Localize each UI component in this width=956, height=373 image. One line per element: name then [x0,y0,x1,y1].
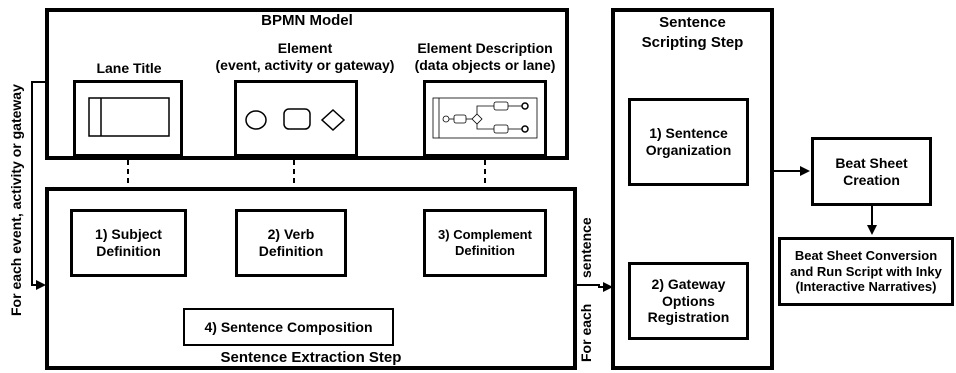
complement-line2: Definition [455,243,515,258]
organization-line1: 1) Sentence [649,125,728,142]
subject-line2: Definition [96,243,161,259]
event-activity-gateway-icons [245,108,346,132]
subject-line1: 1) Subject [95,226,162,243]
verb-line1: 2) Verb [267,226,315,243]
composition-label: 4) Sentence Composition [204,318,373,335]
creation-line1: Beat Sheet [835,154,908,171]
for-each-element-label: For each event, activity or gateway [8,84,24,316]
loop-arrow-left [31,81,46,290]
event-circle-icon [245,110,267,130]
scripting-title-2: Scripting Step [641,34,744,51]
description-label-1: Element Description [417,40,553,56]
conversion-line1: Beat Sheet Conversion [794,248,938,264]
gateway-line3: Registration [647,309,730,326]
description-label-2: (data objects or lane) [414,57,556,73]
element-label-2: (event, activity or gateway) [215,57,395,73]
complement-line1: 3) Complement [438,227,532,243]
creation-line2: Creation [843,171,900,188]
lane-icon [88,97,170,137]
description-icon-box [423,80,547,157]
gateway-line2: Options [662,292,715,309]
arrow-extraction-scripting [577,282,613,292]
sentence-composition-box: 4) Sentence Composition [183,308,394,346]
activity-rect-icon [283,108,311,130]
lane-icon-box [73,80,183,157]
organization-line2: Organization [645,142,732,158]
element-icon-box [234,80,358,157]
verb-line2: Definition [258,243,324,259]
gateway-diamond-icon [320,108,346,132]
bpmn-model-title: BPMN Model [261,12,353,29]
sentence-extraction-title: Sentence Extraction Step [220,349,402,366]
mini-process-icon [432,97,538,139]
conversion-line2: and Run Script with Inky [790,263,942,279]
lane-title-label: Lane Title [96,60,162,76]
for-each-sentence-label-a: For each [578,303,594,362]
for-each-sentence-label-b: sentence [578,217,594,278]
element-label-1: Element [277,40,333,56]
conversion-line3: (Interactive Narratives) [795,279,937,295]
gateway-line1: 2) Gateway [651,275,726,292]
scripting-title-1: Sentence [659,14,726,31]
